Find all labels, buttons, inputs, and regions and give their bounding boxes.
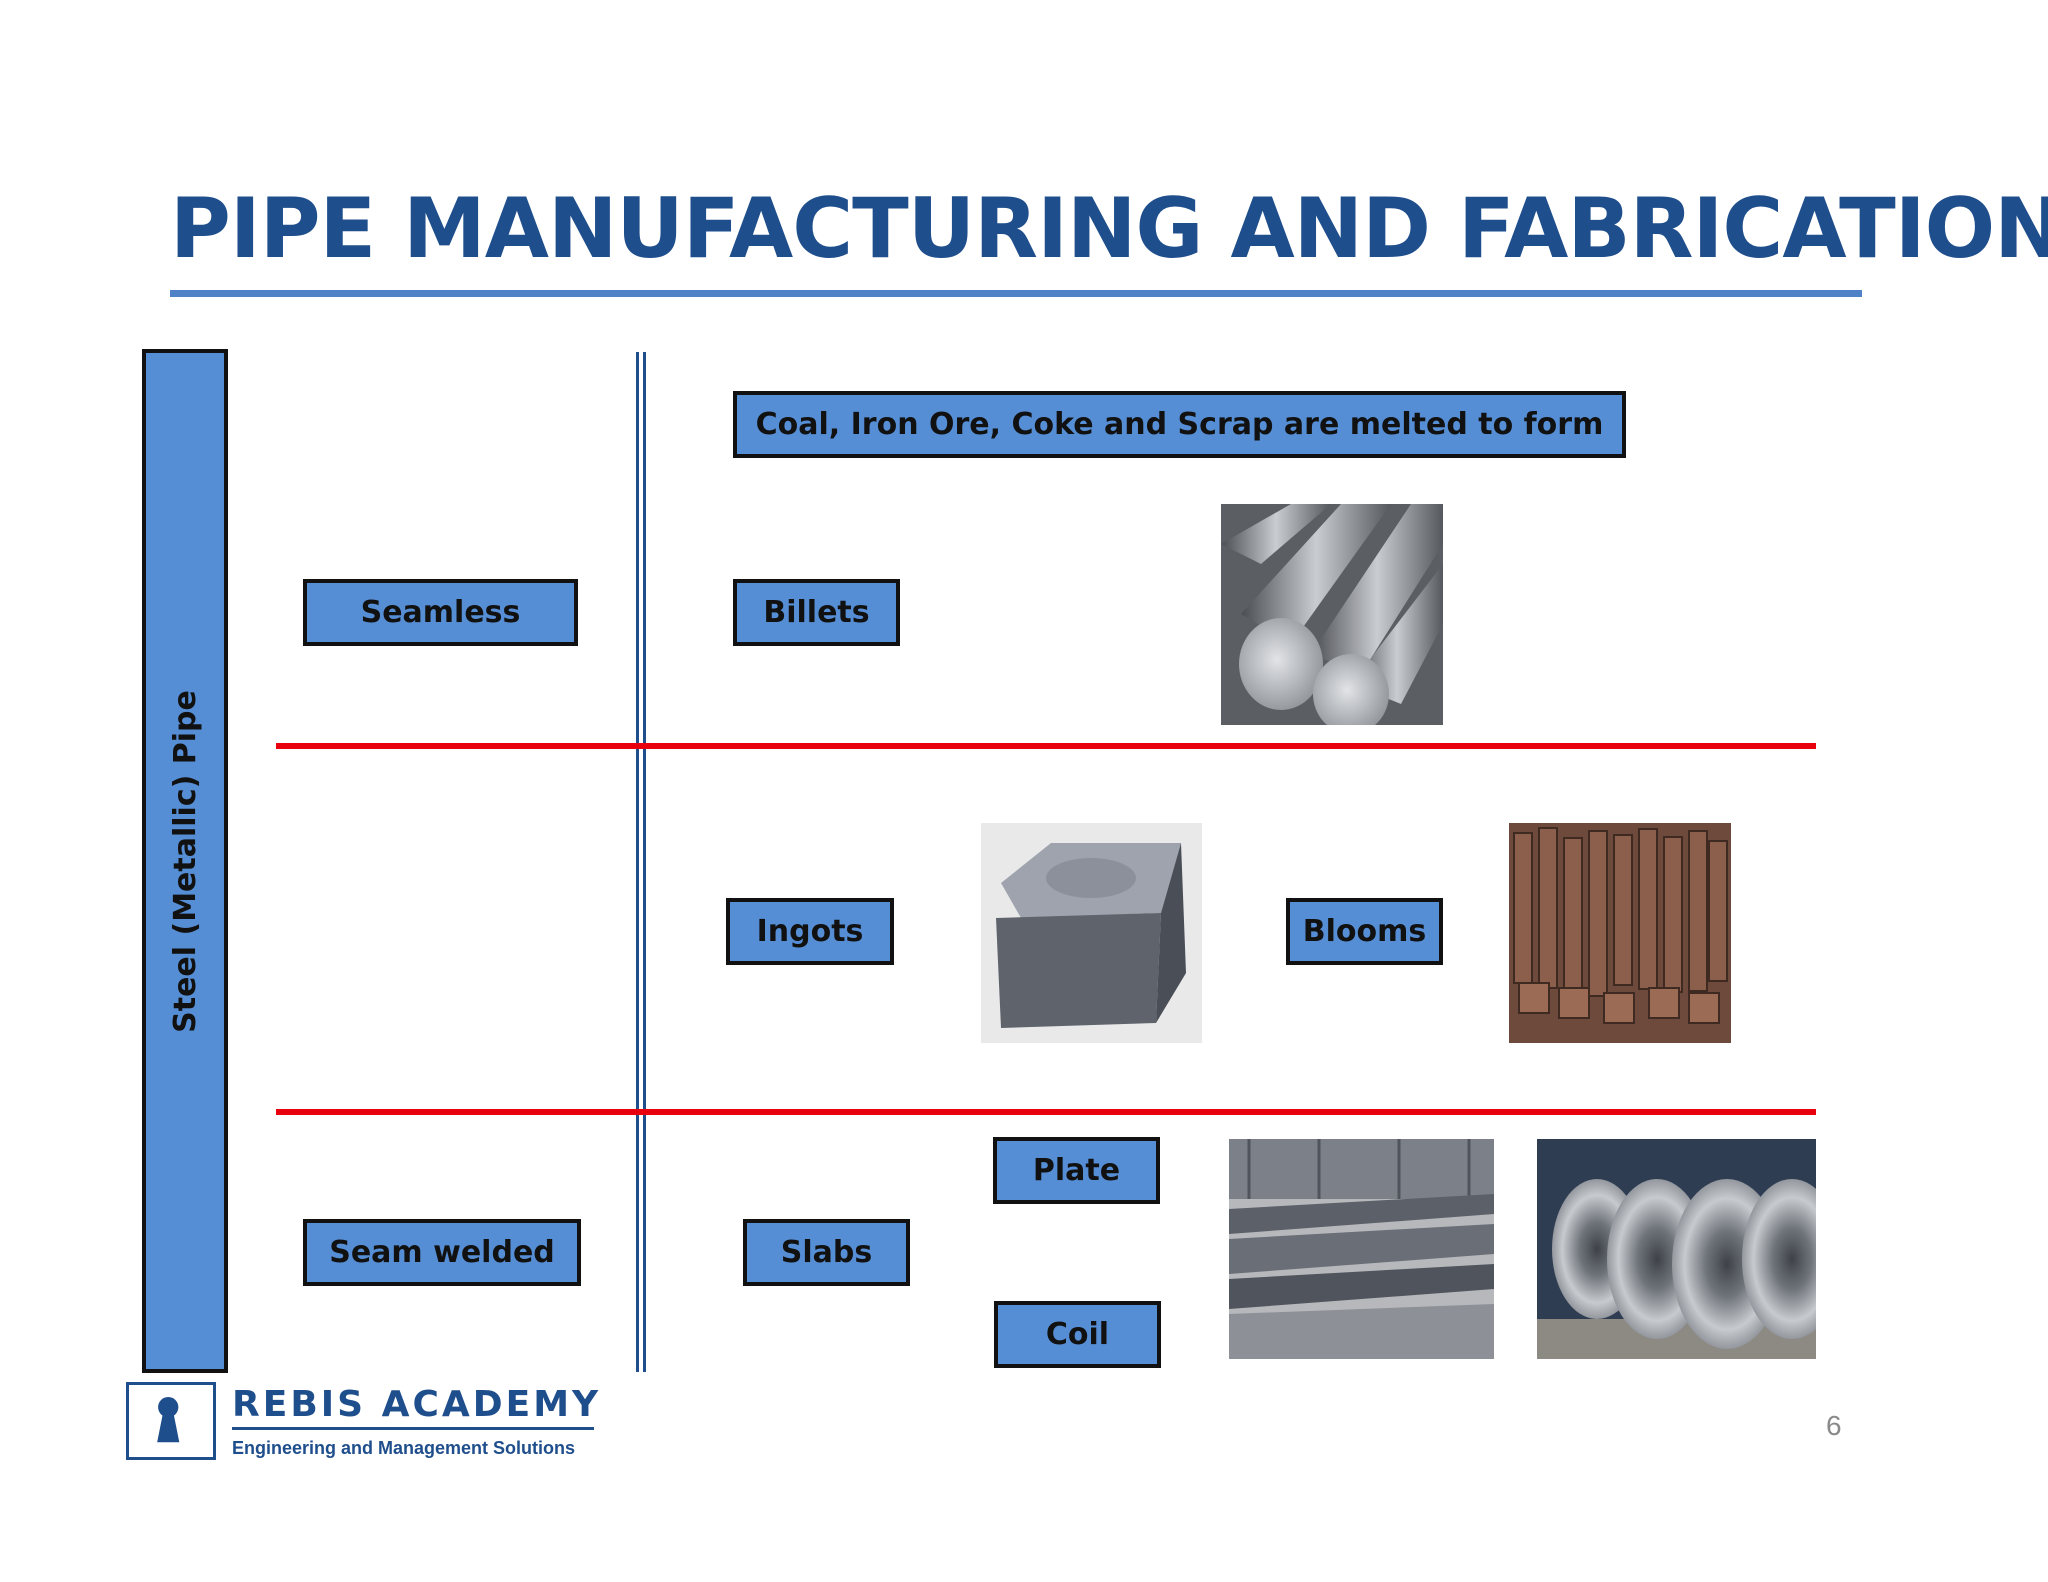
source-label: Coal, Iron Ore, Coke and Scrap are melte…: [755, 407, 1604, 442]
blooms-photo: [1509, 823, 1731, 1043]
seam-welded-box: Seam welded: [303, 1219, 581, 1286]
plate-photo: [1229, 1139, 1494, 1359]
coil-photo: [1537, 1139, 1816, 1359]
seamless-box: Seamless: [303, 579, 578, 646]
category-label: Steel (Metallic) Pipe: [167, 689, 203, 1033]
section-separator-1: [276, 743, 1816, 749]
rebis-logo-icon: [126, 1382, 216, 1460]
brand-name: REBIS ACADEMY: [232, 1384, 602, 1425]
ingot-photo: [981, 823, 1202, 1043]
ingots-label: Ingots: [756, 914, 864, 949]
plate-label: Plate: [1032, 1153, 1121, 1188]
brand-underline: [232, 1427, 594, 1430]
source-box: Coal, Iron Ore, Coke and Scrap are melte…: [733, 391, 1626, 458]
vertical-divider-right: [643, 352, 646, 1372]
vertical-divider-left: [636, 352, 639, 1372]
slabs-box: Slabs: [743, 1219, 910, 1286]
brand-tagline: Engineering and Management Solutions: [232, 1438, 576, 1458]
coil-label: Coil: [1045, 1317, 1110, 1352]
category-steel-pipe: Steel (Metallic) Pipe: [142, 349, 228, 1373]
plate-box: Plate: [993, 1137, 1160, 1204]
coil-box: Coil: [994, 1301, 1161, 1368]
ingots-box: Ingots: [726, 898, 894, 965]
blooms-box: Blooms: [1286, 898, 1443, 965]
billets-label: Billets: [763, 595, 870, 630]
billets-box: Billets: [733, 579, 900, 646]
seamless-label: Seamless: [360, 595, 521, 630]
page-number: 6: [1826, 1410, 1842, 1441]
section-separator-2: [276, 1109, 1816, 1115]
slabs-label: Slabs: [780, 1235, 873, 1270]
billets-photo: [1221, 504, 1443, 725]
slide-title: PIPE MANUFACTURING AND FABRICATION: [170, 180, 2048, 277]
blooms-label: Blooms: [1302, 914, 1427, 949]
title-underline: [170, 290, 1862, 297]
seam-welded-label: Seam welded: [329, 1235, 555, 1270]
